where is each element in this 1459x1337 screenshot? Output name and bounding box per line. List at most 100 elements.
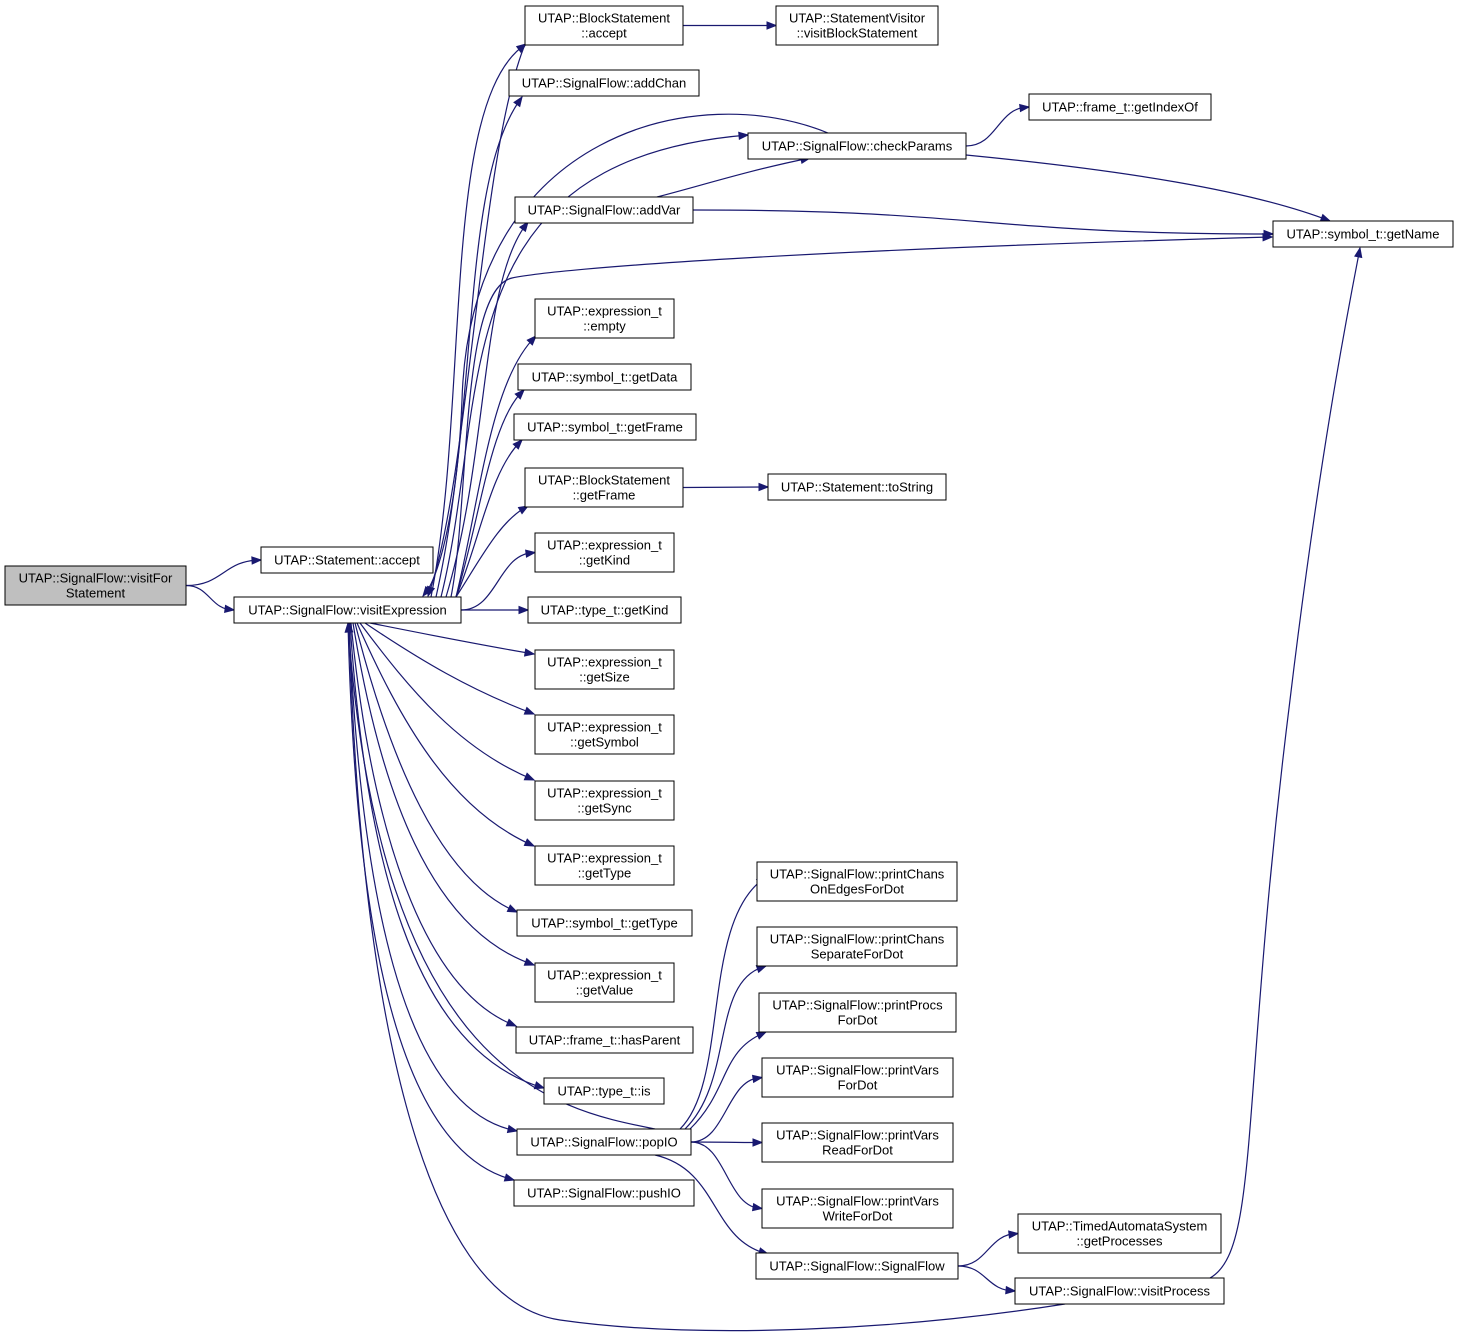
node-addVar[interactable]: UTAP::SignalFlow::addVar	[514, 196, 694, 224]
node-box-sym_getData[interactable]	[517, 363, 692, 391]
arrowhead-block_getFrame-to-stmt_toString	[758, 482, 770, 492]
node-type_getKind[interactable]: UTAP::type_t::getKind	[527, 596, 682, 624]
node-box-printChansOnEdges[interactable]	[756, 861, 958, 902]
node-getProcesses[interactable]: UTAP::TimedAutomataSystem::getProcesses	[1017, 1213, 1222, 1254]
edge-visitExpression-to-type_is	[349, 622, 545, 1089]
node-checkParams[interactable]: UTAP::SignalFlow::checkParams	[747, 132, 967, 160]
node-sym_getType[interactable]: UTAP::symbol_t::getType	[516, 909, 693, 937]
node-box-expr_getSymbol[interactable]	[534, 714, 675, 755]
node-pushIO[interactable]: UTAP::SignalFlow::pushIO	[513, 1179, 695, 1207]
arrowhead-popIO-to-printProcs	[755, 1031, 768, 1040]
node-box-block_getFrame[interactable]	[524, 467, 684, 508]
node-box-printVarsRead[interactable]	[761, 1122, 954, 1163]
node-box-checkParams[interactable]	[747, 132, 967, 160]
edge-popIO-to-signalFlowCtor	[654, 1154, 769, 1255]
node-box-stmt_toString[interactable]	[767, 473, 947, 501]
node-box-addVar[interactable]	[514, 196, 694, 224]
node-box-hasParent[interactable]	[515, 1026, 694, 1054]
node-sym_getData[interactable]: UTAP::symbol_t::getData	[517, 363, 692, 391]
node-signalFlowCtor[interactable]: UTAP::SignalFlow::SignalFlow	[755, 1252, 959, 1280]
node-expr_getSymbol[interactable]: UTAP::expression_t::getSymbol	[534, 714, 675, 755]
node-box-signalFlowCtor[interactable]	[755, 1252, 959, 1280]
node-visitExpression[interactable]: UTAP::SignalFlow::visitExpression	[233, 596, 462, 624]
node-box-expr_empty[interactable]	[534, 298, 675, 339]
node-stmt_accept[interactable]: UTAP::Statement::accept	[260, 546, 434, 574]
node-box-getName[interactable]	[1272, 220, 1454, 248]
node-label-printVarsWrite-0: UTAP::SignalFlow::printVars	[776, 1194, 939, 1209]
node-expr_getType[interactable]: UTAP::expression_t::getType	[534, 845, 675, 886]
node-box-printChansSeparate[interactable]	[756, 926, 958, 967]
node-getName[interactable]: UTAP::symbol_t::getName	[1272, 220, 1454, 248]
edge-checkParams-to-getName	[965, 154, 1331, 222]
arrowhead-visitExpression-to-block_getFrame	[517, 505, 530, 515]
node-box-block_accept[interactable]	[524, 5, 684, 46]
node-label-expr_getSync-0: UTAP::expression_t	[547, 786, 662, 801]
node-box-type_is[interactable]	[543, 1077, 665, 1105]
node-label-printChansOnEdges-0: UTAP::SignalFlow::printChans	[770, 867, 945, 882]
arrowhead-visitExpression-to-expr_getType	[523, 838, 536, 847]
node-expr_getValue[interactable]: UTAP::expression_t::getValue	[534, 962, 675, 1003]
node-block_accept[interactable]: UTAP::BlockStatement::accept	[524, 5, 684, 46]
node-box-printVarsWrite[interactable]	[761, 1188, 954, 1229]
edge-popIO-to-printVars	[690, 1076, 763, 1143]
node-box-expr_getKind[interactable]	[534, 532, 675, 573]
node-box-sym_getType[interactable]	[516, 909, 693, 937]
node-visitProcess[interactable]: UTAP::SignalFlow::visitProcess	[1014, 1277, 1225, 1305]
node-printChansOnEdges[interactable]: UTAP::SignalFlow::printChansOnEdgesForDo…	[756, 861, 958, 902]
node-box-root[interactable]	[4, 565, 187, 606]
node-box-addChan[interactable]	[508, 69, 700, 97]
node-box-getIndexOf[interactable]	[1028, 93, 1212, 121]
node-hasParent[interactable]: UTAP::frame_t::hasParent	[515, 1026, 694, 1054]
edge-addVar-to-getName	[692, 209, 1274, 235]
arrowhead-visitExpression-to-pushIO	[503, 1173, 516, 1182]
node-addChan[interactable]: UTAP::SignalFlow::addChan	[508, 69, 700, 97]
node-expr_empty[interactable]: UTAP::expression_t::empty	[534, 298, 675, 339]
edge-visitExpression-to-block_accept	[430, 43, 527, 598]
node-label-root-1: Statement	[66, 586, 126, 601]
arrowhead-visitExpression-to-hasParent	[505, 1018, 518, 1027]
edge-checkParams-to-visitExpression	[422, 113, 829, 597]
node-box-expr_getType[interactable]	[534, 845, 675, 886]
node-box-stmt_accept[interactable]	[260, 546, 434, 574]
node-printChansSeparate[interactable]: UTAP::SignalFlow::printChansSeparateForD…	[756, 926, 958, 967]
arrowhead-visitExpression-to-type_getKind	[518, 605, 530, 615]
node-box-expr_getSync[interactable]	[534, 780, 675, 821]
node-visitBlockStatement[interactable]: UTAP::StatementVisitor::visitBlockStatem…	[775, 5, 939, 46]
node-box-visitProcess[interactable]	[1014, 1277, 1225, 1305]
node-box-sym_getFrame[interactable]	[513, 413, 697, 441]
node-stmt_toString[interactable]: UTAP::Statement::toString	[767, 473, 947, 501]
node-getIndexOf[interactable]: UTAP::frame_t::getIndexOf	[1028, 93, 1212, 121]
arrowhead-signalFlowCtor-to-getProcesses	[1008, 1230, 1020, 1239]
node-box-printProcs[interactable]	[758, 992, 957, 1033]
node-type_is[interactable]: UTAP::type_t::is	[543, 1077, 665, 1105]
node-box-pushIO[interactable]	[513, 1179, 695, 1207]
node-sym_getFrame[interactable]: UTAP::symbol_t::getFrame	[513, 413, 697, 441]
node-box-visitBlockStatement[interactable]	[775, 5, 939, 46]
node-box-popIO[interactable]	[516, 1128, 692, 1156]
arrowhead-popIO-to-printVars	[751, 1074, 764, 1084]
node-label-visitProcess-0: UTAP::SignalFlow::visitProcess	[1029, 1284, 1211, 1299]
node-block_getFrame[interactable]: UTAP::BlockStatement::getFrame	[524, 467, 684, 508]
node-label-addVar-0: UTAP::SignalFlow::addVar	[528, 203, 681, 218]
node-box-printVars[interactable]	[761, 1057, 954, 1098]
arrowhead-root-to-stmt_accept	[251, 556, 263, 565]
node-label-visitBlockStatement-1: ::visitBlockStatement	[797, 26, 918, 41]
node-popIO[interactable]: UTAP::SignalFlow::popIO	[516, 1128, 692, 1156]
node-box-expr_getValue[interactable]	[534, 962, 675, 1003]
node-expr_getKind[interactable]: UTAP::expression_t::getKind	[534, 532, 675, 573]
node-box-expr_getSize[interactable]	[534, 649, 675, 690]
node-box-type_getKind[interactable]	[527, 596, 682, 624]
node-label-block_accept-1: ::accept	[581, 26, 627, 41]
edge-visitExpression-to-expr_empty	[455, 335, 537, 598]
node-box-visitExpression[interactable]	[233, 596, 462, 624]
edge-visitExpression-to-popIO	[348, 622, 518, 1132]
node-expr_getSize[interactable]: UTAP::expression_t::getSize	[534, 649, 675, 690]
node-box-getProcesses[interactable]	[1017, 1213, 1222, 1254]
node-expr_getSync[interactable]: UTAP::expression_t::getSync	[534, 780, 675, 821]
